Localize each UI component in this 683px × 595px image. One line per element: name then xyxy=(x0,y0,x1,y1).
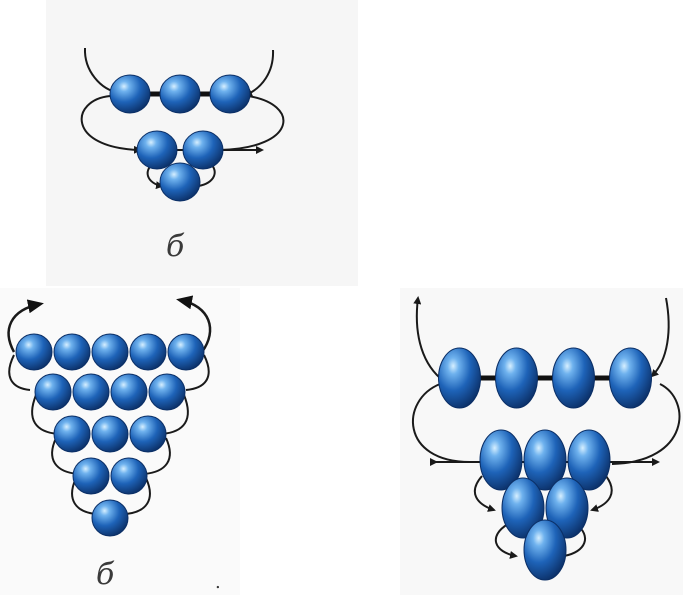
bead xyxy=(34,373,72,411)
bead xyxy=(15,333,53,371)
bead xyxy=(91,415,129,453)
figure-bottom-right xyxy=(411,296,681,581)
bead xyxy=(501,477,545,539)
thread-br-entry-left xyxy=(413,296,441,379)
bead xyxy=(53,333,91,371)
thread-top-loop-right xyxy=(219,91,285,151)
thread-bl-loop-1r xyxy=(185,354,210,391)
bead xyxy=(567,429,611,491)
bead xyxy=(110,457,148,495)
bead xyxy=(53,415,91,453)
thread-bl-entry-right xyxy=(176,295,212,353)
thread-br-entry-right xyxy=(650,297,670,378)
stray-dot: . xyxy=(215,572,221,593)
thread-bl-loop-4r xyxy=(125,477,151,515)
bead xyxy=(523,519,567,581)
thread-top-entry-right xyxy=(244,49,275,97)
bead xyxy=(545,477,589,539)
bead xyxy=(523,429,567,491)
bead xyxy=(91,499,129,537)
caption-bottom-left: б xyxy=(96,557,115,592)
thread-br-mid-left xyxy=(473,475,496,512)
thread-bl-loop-3r xyxy=(143,437,171,475)
thread-br-low-left xyxy=(494,523,518,559)
bead xyxy=(182,130,224,170)
bead xyxy=(136,130,178,170)
bead xyxy=(159,162,201,202)
thread-bl-loop-1 xyxy=(8,354,31,391)
bead xyxy=(148,373,186,411)
bead xyxy=(167,333,205,371)
bead xyxy=(495,347,538,409)
bead xyxy=(129,415,167,453)
bead xyxy=(479,429,523,491)
bead xyxy=(72,373,110,411)
caption-top: б xyxy=(166,229,185,264)
bead xyxy=(209,74,251,114)
figure-top xyxy=(80,47,285,202)
bead xyxy=(438,347,481,409)
thread-bl-loop-2 xyxy=(31,394,59,435)
figure-bottom-left xyxy=(7,295,212,537)
bead xyxy=(72,457,110,495)
bead xyxy=(110,373,148,411)
bead xyxy=(609,347,652,409)
thread-br-mid-right xyxy=(590,475,613,512)
bead xyxy=(552,347,595,409)
thread-top-loop-left xyxy=(80,95,142,154)
bead xyxy=(129,333,167,371)
bead xyxy=(159,74,201,114)
thread-bl-loop-2r xyxy=(161,394,189,435)
thread-bl-entry-left xyxy=(7,299,44,353)
bead xyxy=(109,74,151,114)
bead xyxy=(91,333,129,371)
